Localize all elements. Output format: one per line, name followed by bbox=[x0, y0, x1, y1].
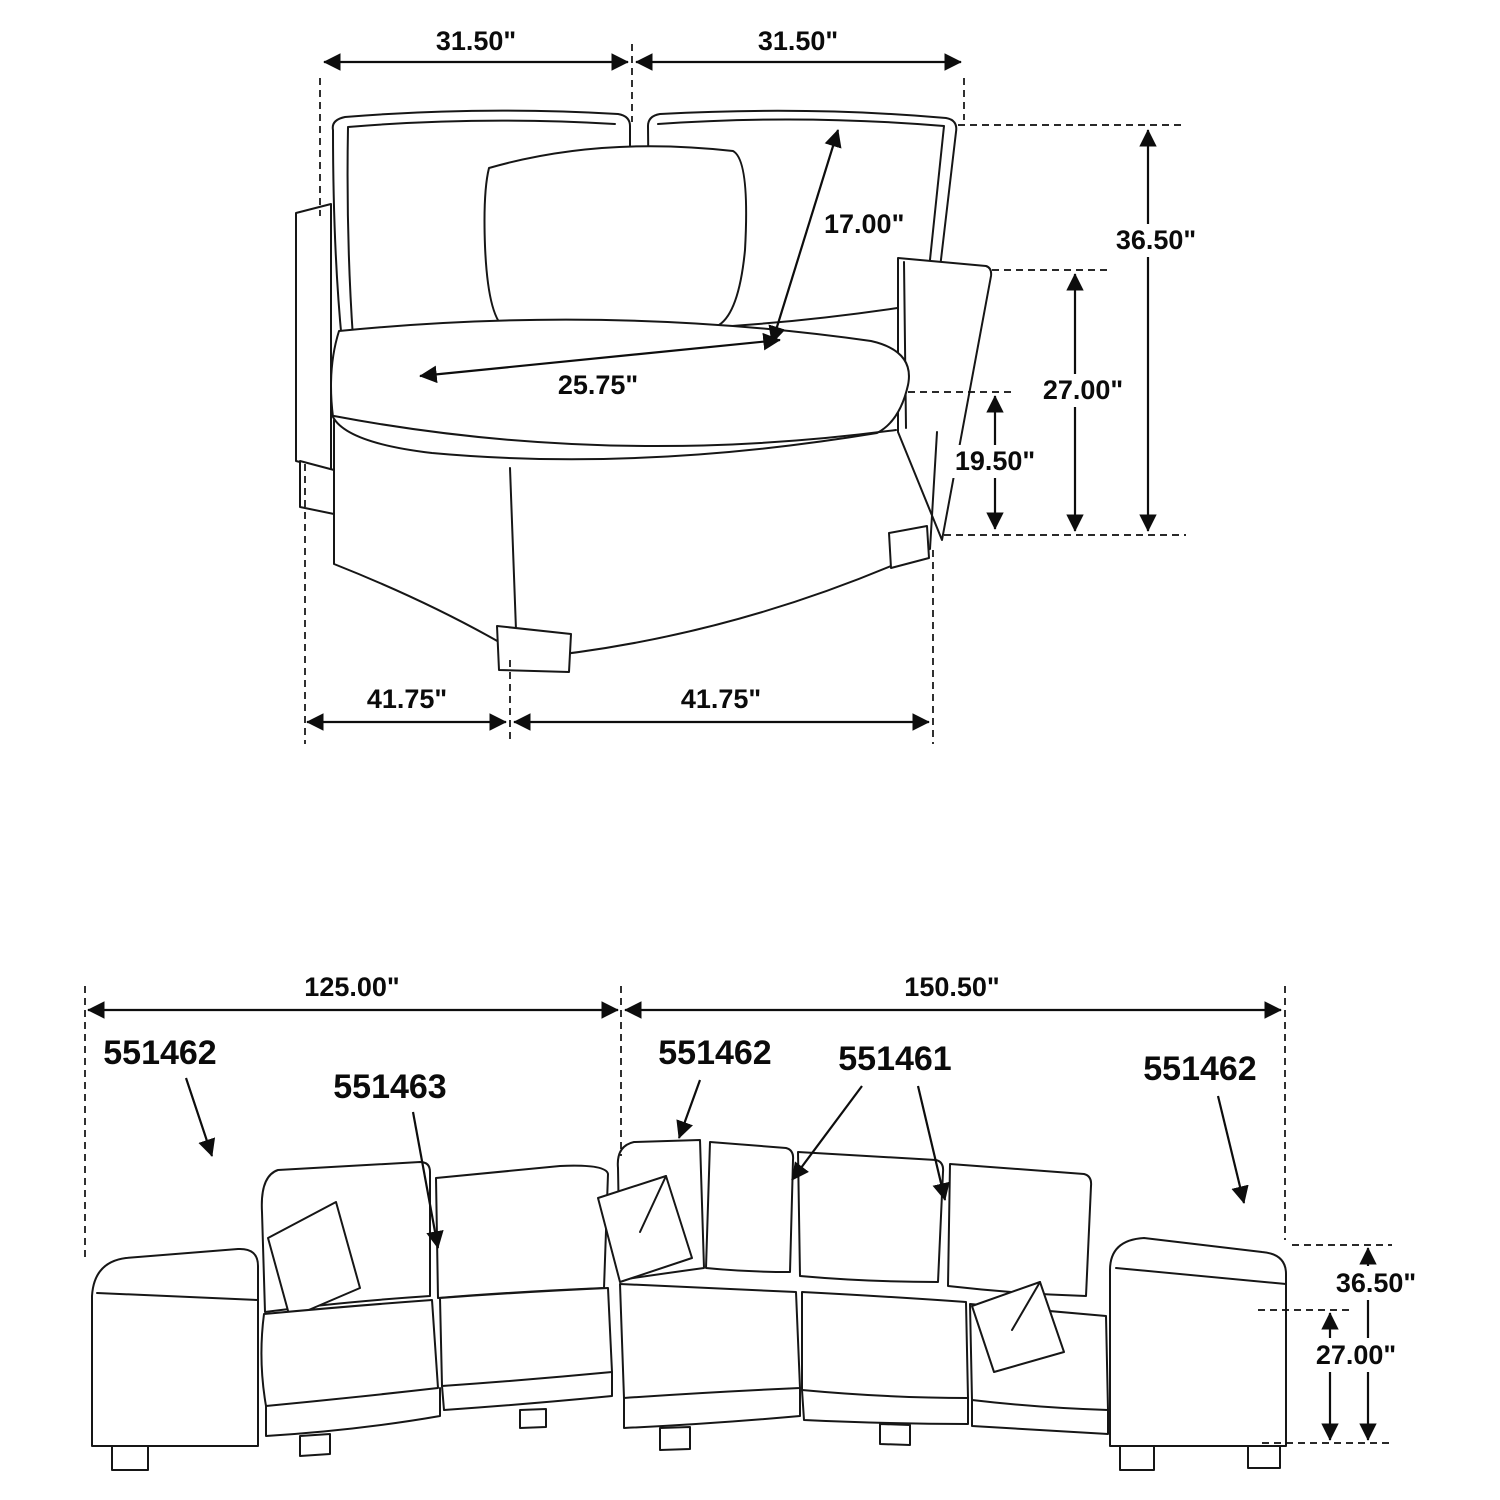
sku-leader-4b bbox=[916, 1085, 950, 1201]
sku-label-2: 551463 bbox=[333, 1068, 446, 1106]
sku-leader-4a bbox=[791, 1085, 863, 1181]
sku-label-4: 551461 bbox=[838, 1040, 951, 1078]
corner-piece-drawing bbox=[295, 109, 993, 673]
label-backplate bbox=[1102, 224, 1210, 257]
seat-3 bbox=[801, 1291, 969, 1399]
seat-piping bbox=[333, 415, 897, 448]
corner-pillow bbox=[597, 1175, 693, 1283]
sku-label-1: 551462 bbox=[103, 1034, 216, 1072]
dim-label-arm-height: 27.00" bbox=[1043, 375, 1123, 405]
sectional-feet bbox=[111, 1408, 1281, 1471]
back-cushion-left-seam bbox=[346, 119, 616, 339]
dim-label-width-left: 125.00" bbox=[304, 972, 399, 1002]
dim-label-width-right: 150.50" bbox=[904, 972, 999, 1002]
corner-back-right bbox=[705, 1141, 795, 1273]
dim-label-base-depth: 41.75" bbox=[367, 684, 447, 714]
dim-label-overall-height: 36.50" bbox=[1336, 1268, 1416, 1298]
dim-label-overall-height: 36.50" bbox=[1116, 225, 1196, 255]
corner-piece-dimensions: 31.50" 31.50" 17.00" 36.50" 27.00" 19.50… bbox=[304, 26, 1210, 744]
corner-pillow-fold bbox=[639, 1175, 667, 1233]
right-arm-seam bbox=[903, 261, 907, 429]
left-arm bbox=[295, 203, 332, 471]
back-cushion-3 bbox=[797, 1151, 945, 1283]
right-foot bbox=[888, 525, 930, 569]
dim-label-back-cushion: 17.00" bbox=[824, 209, 904, 239]
sku-leader-1 bbox=[184, 1077, 216, 1157]
sectional-left-arm bbox=[91, 1247, 259, 1447]
right-arm bbox=[897, 257, 993, 541]
sectional-right-arm-top-seam bbox=[1115, 1267, 1287, 1285]
sku-label-5: 551462 bbox=[1143, 1050, 1256, 1088]
sku-leader-2 bbox=[411, 1111, 444, 1249]
front-foot bbox=[496, 625, 572, 673]
back-cushion-4 bbox=[947, 1163, 1093, 1297]
dim-label-back-width-left: 31.50" bbox=[436, 26, 516, 56]
dim-line-seat-depth bbox=[419, 332, 781, 384]
sku-leader-3 bbox=[676, 1079, 702, 1139]
label-backplate bbox=[1322, 1266, 1432, 1300]
sectional-left-arm-top-seam bbox=[96, 1292, 259, 1301]
pillow-right bbox=[971, 1281, 1065, 1373]
label-backplate bbox=[1302, 1338, 1412, 1372]
dim-label-back-width-right: 31.50" bbox=[758, 26, 838, 56]
label-backplate bbox=[1030, 374, 1136, 407]
label-backplate bbox=[942, 445, 1048, 478]
back-cushion-2 bbox=[435, 1164, 609, 1299]
throw-pillow bbox=[483, 145, 748, 339]
dim-line-back-cushion bbox=[768, 129, 842, 344]
dim-label-arm-height: 27.00" bbox=[1316, 1340, 1396, 1370]
dim-label-seat-depth: 25.75" bbox=[558, 370, 638, 400]
extension-lines bbox=[84, 986, 1392, 1444]
sku-label-3: 551462 bbox=[658, 1034, 771, 1072]
sectional-dimensions: 125.00" 150.50" 36.50" 27.00" 551462 551… bbox=[84, 972, 1432, 1444]
sectional-right-arm bbox=[1109, 1237, 1287, 1447]
dim-label-base-width: 41.75" bbox=[681, 684, 761, 714]
sku-leader-5 bbox=[1216, 1095, 1249, 1204]
seat-1 bbox=[260, 1299, 439, 1407]
seat-2 bbox=[439, 1287, 613, 1387]
extension-lines bbox=[304, 44, 1186, 744]
base-band bbox=[265, 1371, 1109, 1437]
sectional-drawing bbox=[91, 1139, 1287, 1471]
seat-corner bbox=[619, 1283, 801, 1399]
pillow-right-fold bbox=[1011, 1281, 1041, 1331]
pillow-left bbox=[267, 1201, 361, 1319]
dim-label-seat-height: 19.50" bbox=[955, 446, 1035, 476]
